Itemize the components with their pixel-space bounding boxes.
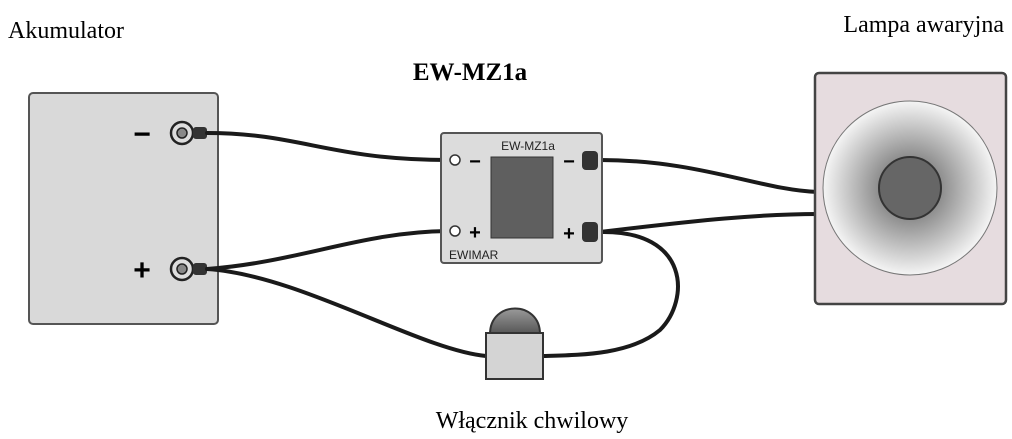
switch-label: Włącznik chwilowy [436,408,629,434]
lamp-label: Lampa awaryjna [843,12,1004,38]
wire-battery-plus-to-module [205,229,450,271]
wire-module-plus-to-switch [541,229,680,358]
module-name: EW-MZ1a [501,139,555,153]
battery-minus-sign: − [133,118,151,151]
module-left-minus-sign: − [469,151,481,173]
wire-module-minus-to-lamp [598,158,820,194]
module-left-plus-contact [449,225,461,237]
emergency-lamp [813,71,1008,306]
battery-plus-terminal-center [176,263,188,275]
module-left-plus-sign: + [469,222,481,244]
battery-minus-terminal-center [176,127,188,139]
module: EW-MZ1a EWIMAR − + − + [440,132,603,264]
battery-minus-lug [193,127,207,139]
module-right-minus-sign: − [563,151,575,173]
module-brand: EWIMAR [449,248,499,262]
battery: − + [28,92,219,325]
module-left-minus-contact [449,154,461,166]
module-right-minus-connector [582,151,598,170]
diagram-title: EW-MZ1a [413,59,528,86]
module-display [490,156,554,239]
battery-plus-lug [193,263,207,275]
lamp-bulb [878,156,942,220]
switch-button [488,307,542,335]
wire-battery-plus-to-switch [205,267,488,358]
battery-plus-sign: + [133,254,151,287]
battery-label: Akumulator [8,18,124,44]
module-right-plus-connector [582,222,598,242]
wire-module-plus-to-lamp [598,212,820,234]
switch-body [485,332,544,380]
wire-battery-minus-to-module [205,131,450,162]
momentary-switch [485,307,544,380]
module-right-plus-sign: + [563,223,575,245]
